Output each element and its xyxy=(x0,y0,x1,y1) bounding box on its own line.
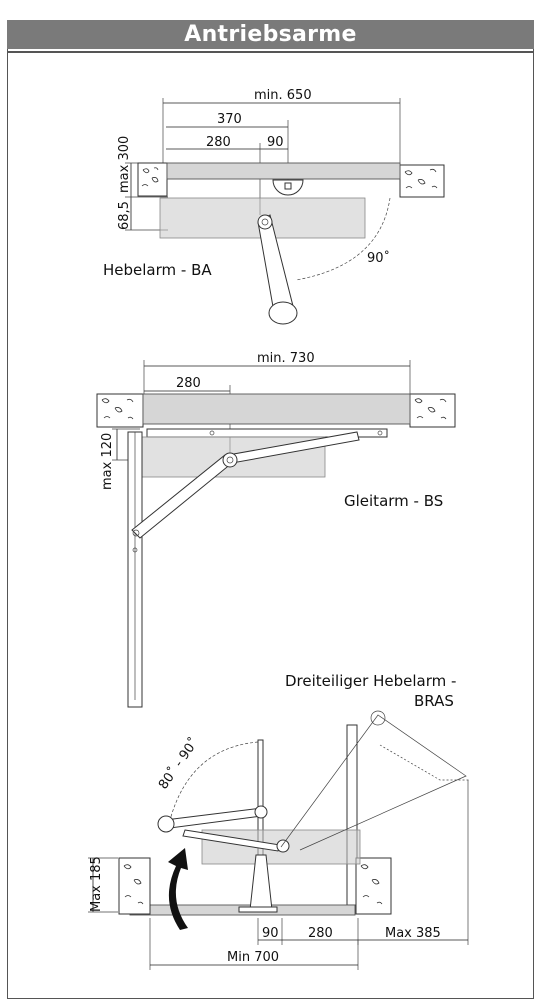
header-divider xyxy=(7,51,534,53)
dim-min-650: min. 650 xyxy=(254,88,312,103)
dim-max-185: Max 185 xyxy=(89,856,104,912)
dim-max-120: max 120 xyxy=(100,433,115,490)
diagram-gleitarm-bs: min. 730 280 max 120 Gleitarm - BS xyxy=(96,351,456,708)
label-gleitarm-bs: Gleitarm - BS xyxy=(344,492,443,510)
label-bras-line1: Dreiteiliger Hebelarm - xyxy=(285,672,456,690)
dim-min-700: Min 700 xyxy=(227,950,279,965)
dim-280: 280 xyxy=(206,135,231,150)
page-title: Antriebsarme xyxy=(7,20,534,49)
angle-90: 90˚ xyxy=(367,250,390,266)
dim-max-385: Max 385 xyxy=(385,926,441,941)
dim-280-bras: 280 xyxy=(308,926,333,941)
dim-370: 370 xyxy=(217,112,242,127)
dim-min-730: min. 730 xyxy=(257,351,315,366)
angle-80-90: 80˚ - 90˚ xyxy=(155,735,202,793)
diagram-bras: Dreiteiliger Hebelarm - BRAS 80˚ - 90˚ xyxy=(88,672,470,970)
dim-280-bs: 280 xyxy=(176,376,201,391)
label-hebelarm-ba: Hebelarm - BA xyxy=(103,261,212,279)
diagram-hebelarm-ba: min. 650 370 280 90 max 300 68,5 xyxy=(103,88,445,325)
label-bras-line2: BRAS xyxy=(414,692,454,710)
dim-90: 90 xyxy=(267,135,284,150)
dim-68-5: 68,5 xyxy=(117,201,132,230)
dim-max-300: max 300 xyxy=(117,136,132,193)
dim-90-bras: 90 xyxy=(262,926,279,941)
